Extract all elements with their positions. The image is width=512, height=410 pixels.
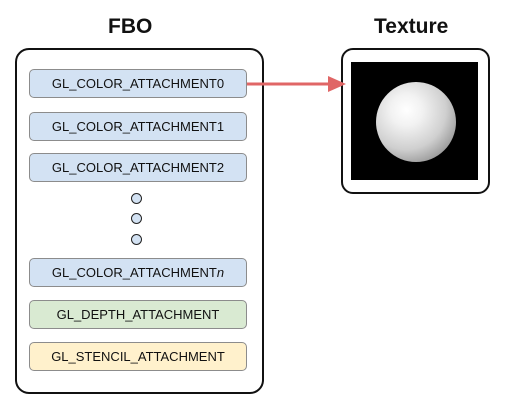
sphere-image	[376, 82, 456, 162]
stencil-attachment: GL_STENCIL_ATTACHMENT	[29, 342, 247, 371]
depth-attachment: GL_DEPTH_ATTACHMENT	[29, 300, 247, 329]
color-attachment-n: GL_COLOR_ATTACHMENTn	[29, 258, 247, 287]
ellipsis-dot	[131, 193, 142, 204]
texture-title: Texture	[374, 15, 449, 38]
ellipsis-dot	[131, 234, 142, 245]
texture-image	[351, 62, 478, 180]
fbo-title: FBO	[108, 15, 153, 38]
color-attachment-2: GL_COLOR_ATTACHMENT2	[29, 153, 247, 182]
color-attachment-0: GL_COLOR_ATTACHMENT0	[29, 69, 247, 98]
color-attachment-n-prefix: GL_COLOR_ATTACHMENT	[51, 265, 217, 280]
color-attachment-n-suffix: n	[216, 265, 225, 280]
arrow-head	[328, 76, 346, 92]
ellipsis-dot	[131, 213, 142, 224]
color-attachment-1: GL_COLOR_ATTACHMENT1	[29, 112, 247, 141]
